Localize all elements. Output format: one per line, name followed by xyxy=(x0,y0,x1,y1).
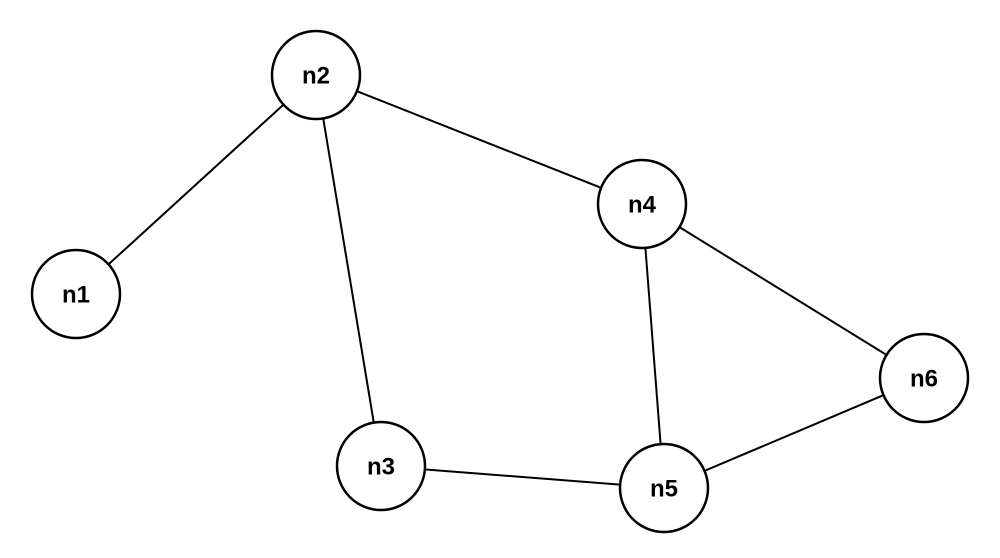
node-label-n5: n5 xyxy=(650,475,678,502)
edge-n1-n2 xyxy=(75,74,317,295)
node-n1[interactable]: n1 xyxy=(30,248,122,340)
edge-n5-n6 xyxy=(663,377,925,489)
edge-n4-n6 xyxy=(641,203,925,379)
node-n4[interactable]: n4 xyxy=(596,158,688,250)
node-label-n2: n2 xyxy=(302,62,330,89)
node-n5[interactable]: n5 xyxy=(618,442,710,534)
node-n2[interactable]: n2 xyxy=(270,29,362,121)
edge-n2-n4 xyxy=(315,74,643,205)
node-label-n3: n3 xyxy=(367,453,395,480)
node-circle-n1[interactable] xyxy=(30,248,122,340)
edge-n4-n5 xyxy=(641,203,665,489)
node-circle-n3[interactable] xyxy=(335,420,427,512)
node-circle-n4[interactable] xyxy=(596,158,688,250)
node-n6[interactable]: n6 xyxy=(878,332,970,424)
node-label-n1: n1 xyxy=(62,281,90,308)
edge-n2-n3 xyxy=(315,74,382,467)
node-label-n4: n4 xyxy=(628,191,657,218)
edges-layer xyxy=(75,74,925,489)
edge-n3-n5 xyxy=(380,465,665,489)
node-n3[interactable]: n3 xyxy=(335,420,427,512)
node-circle-n6[interactable] xyxy=(878,332,970,424)
node-circle-n5[interactable] xyxy=(618,442,710,534)
node-circle-n2[interactable] xyxy=(270,29,362,121)
node-label-n6: n6 xyxy=(910,365,938,392)
nodes-layer: n1 n2 n3 n4 n5 n6 xyxy=(30,29,970,534)
